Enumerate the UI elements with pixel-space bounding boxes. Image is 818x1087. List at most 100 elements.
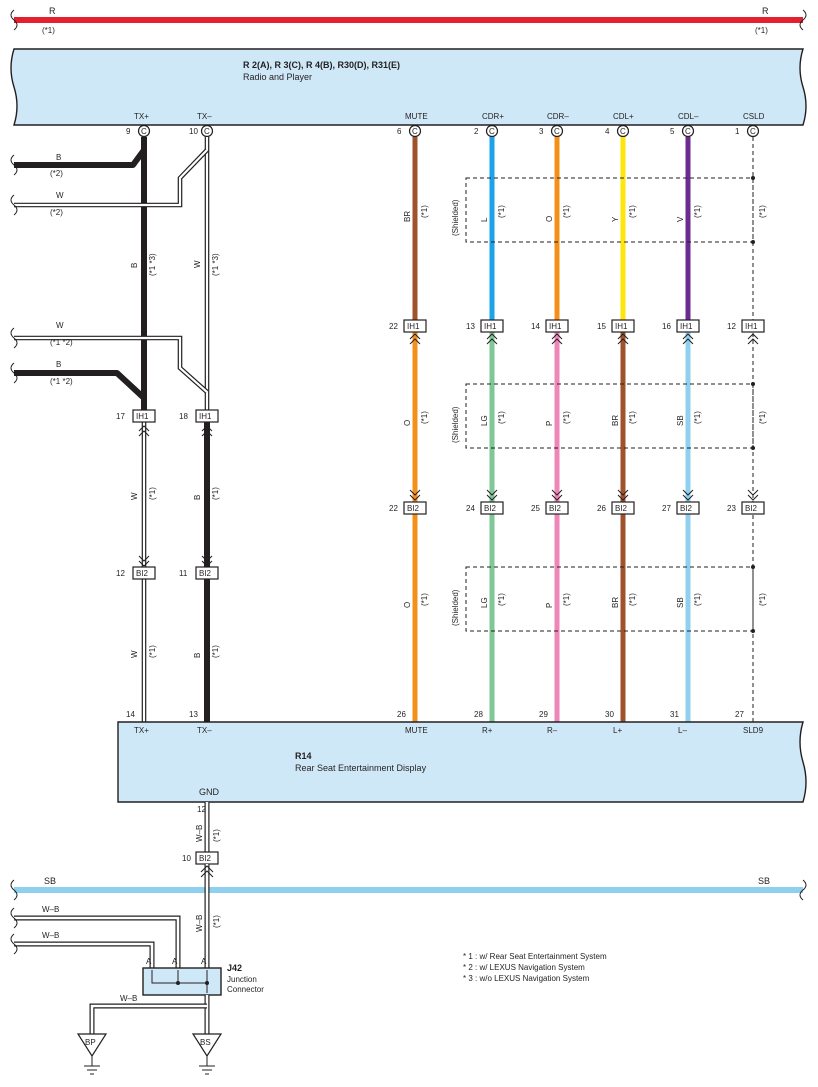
- junction-id: J42: [227, 963, 242, 973]
- radio-pin-num-1: 10: [189, 127, 198, 136]
- display-pin-name-5: L+: [613, 726, 622, 735]
- audio-color-lower-0: O: [403, 602, 412, 608]
- ih1-tx-minus-connector: IH1: [195, 409, 219, 423]
- gnd-wire-note-2: (*1): [212, 915, 221, 928]
- feed-end-2: [10, 327, 18, 349]
- audio-note-lower-4: (*1): [693, 593, 702, 606]
- bi2-audio-connector-1: BI2: [480, 501, 504, 515]
- audio-color-middle-0: O: [403, 420, 412, 426]
- radio-name: Radio and Player: [243, 72, 312, 82]
- tx-plus-color-middle: W: [130, 492, 139, 500]
- feed-note-2: (*1 *2): [50, 338, 73, 347]
- tx-minus-color-lower: B: [193, 653, 202, 658]
- audio-color-upper-3: Y: [611, 216, 620, 222]
- ground-bs: BS: [191, 1033, 223, 1075]
- display-id: R14: [295, 751, 312, 761]
- bi2-audio-connector-0-label: BI2: [407, 504, 420, 513]
- display-pin-name-6: L–: [678, 726, 687, 735]
- radio-pin-circle-7: [746, 124, 760, 138]
- feed-w-top: [14, 148, 209, 208]
- radio-pin-conn-3: C: [489, 127, 495, 136]
- bi2-audio-connector-2: BI2: [545, 501, 569, 515]
- display-gnd-label: GND: [199, 787, 220, 797]
- display-pin-num-3: 28: [474, 710, 483, 719]
- radio-pin-circle-2: [408, 124, 422, 138]
- tx-plus-note-upper: (*1 *3): [148, 253, 157, 276]
- bi2-audio-pin-3: 26: [597, 504, 606, 513]
- radio-pin-name-5: CDL+: [613, 112, 634, 121]
- bi2-audio-connector-3-label: BI2: [615, 504, 628, 513]
- ih1-connector-0-label: IH1: [407, 322, 420, 331]
- bi2-tx-minus-connector-label: BI2: [199, 569, 212, 578]
- radio-pin-circle-0: [137, 124, 151, 138]
- ih1-tx-minus-connector-label: IH1: [199, 412, 212, 421]
- ih1-connector-3: IH1: [611, 319, 635, 333]
- audio-color-middle-4: SB: [676, 415, 685, 426]
- bi2-audio-pin-1: 24: [466, 504, 475, 513]
- ground-bp-label: BP: [85, 1038, 96, 1047]
- feed-note-1: (*2): [50, 208, 63, 217]
- shield-box-lower: [465, 566, 754, 632]
- audio-color-upper-4: V: [676, 216, 685, 222]
- junction-pin-a-2: A: [172, 957, 178, 966]
- ground-wire-color: W–B: [120, 994, 137, 1003]
- bi2-audio-connector-2-label: BI2: [549, 504, 562, 513]
- audio-color-upper-0: BR: [403, 211, 412, 222]
- wires: BR(*1)O(*1)O(*1)L(*1)LG(*1)LG(*1)O(*1)P(…: [10, 137, 767, 722]
- gnd-wire-color-2: W–B: [195, 915, 204, 932]
- junction-connector-j42: [142, 967, 222, 996]
- tx-plus-chevron-up: [138, 425, 150, 437]
- tx-plus-note-middle: (*1): [148, 487, 157, 500]
- csld-note-upper: (*1): [758, 205, 767, 218]
- bi2-audio-connector-4: BI2: [676, 501, 700, 515]
- bi2-audio-pin-0: 22: [389, 504, 398, 513]
- display-pin-name-0: TX+: [134, 726, 149, 735]
- radio-pins: TX+C9TX–C10MUTEC6CDR+C2CDR–C3CDL+C4CDL–C…: [126, 112, 765, 138]
- radio-pin-conn-0: C: [141, 127, 147, 136]
- radio-pin-circle-6: [681, 124, 695, 138]
- junction-pin-a-1: A: [146, 957, 152, 966]
- ih1-chevron-5: [747, 333, 759, 345]
- bi2-audio-chevron-1: [486, 489, 498, 501]
- audio-note-upper-1: (*1): [497, 205, 506, 218]
- radio-pin-name-0: TX+: [134, 112, 149, 121]
- radio-pin-conn-7: C: [750, 127, 756, 136]
- bi2-audio-connector-4-label: BI2: [680, 504, 693, 513]
- shielded-label-upper: (Shielded): [451, 199, 460, 236]
- ih1-chevron-2: [551, 333, 563, 345]
- radio-pin-circle-5: [616, 124, 630, 138]
- ih1-connector-2-label: IH1: [549, 322, 562, 331]
- feed-note-3: (*1 *2): [50, 377, 73, 386]
- ih1-chevron-1: [486, 333, 498, 345]
- ih1-connector-4: IH1: [676, 319, 700, 333]
- audio-color-lower-2: P: [545, 603, 554, 608]
- display-pin-name-7: SLD9: [743, 726, 764, 735]
- audio-note-middle-1: (*1): [497, 411, 506, 424]
- radio-pin-name-3: CDR+: [482, 112, 504, 121]
- gnd-wire-color-1: W–B: [195, 825, 204, 842]
- csld-note-middle: (*1): [758, 411, 767, 424]
- radio-pin-conn-4: C: [554, 127, 560, 136]
- tx-minus-chevron-up: [201, 425, 213, 437]
- bi2-audio-connector-5-label: BI2: [745, 504, 758, 513]
- csld-note-lower: (*1): [758, 593, 767, 606]
- feed-color-1: W: [56, 191, 64, 200]
- display-pin-num-4: 29: [539, 710, 548, 719]
- top-bus-label-right: R: [762, 6, 769, 16]
- ih1-connector-2: IH1: [545, 319, 569, 333]
- rear-seat-entertainment-display: R14 Rear Seat Entertainment Display GND …: [117, 710, 807, 803]
- ih1-tx-plus-pin: 17: [116, 412, 125, 421]
- tx-minus-color-middle: B: [193, 495, 202, 500]
- ih1-tx-plus-connector: IH1: [132, 409, 156, 423]
- ih1-pin-3: 15: [597, 322, 606, 331]
- feed-end-3: [10, 362, 18, 384]
- gnd-wire-note-1: (*1): [212, 829, 221, 842]
- bottom-bus: SB SB: [10, 876, 807, 901]
- ih1-chevron-0: [409, 333, 421, 345]
- display-pin-num-2: 26: [397, 710, 406, 719]
- radio-pin-name-1: TX–: [197, 112, 212, 121]
- bi2-audio-connector-1-label: BI2: [484, 504, 497, 513]
- audio-note-middle-0: (*1): [420, 411, 429, 424]
